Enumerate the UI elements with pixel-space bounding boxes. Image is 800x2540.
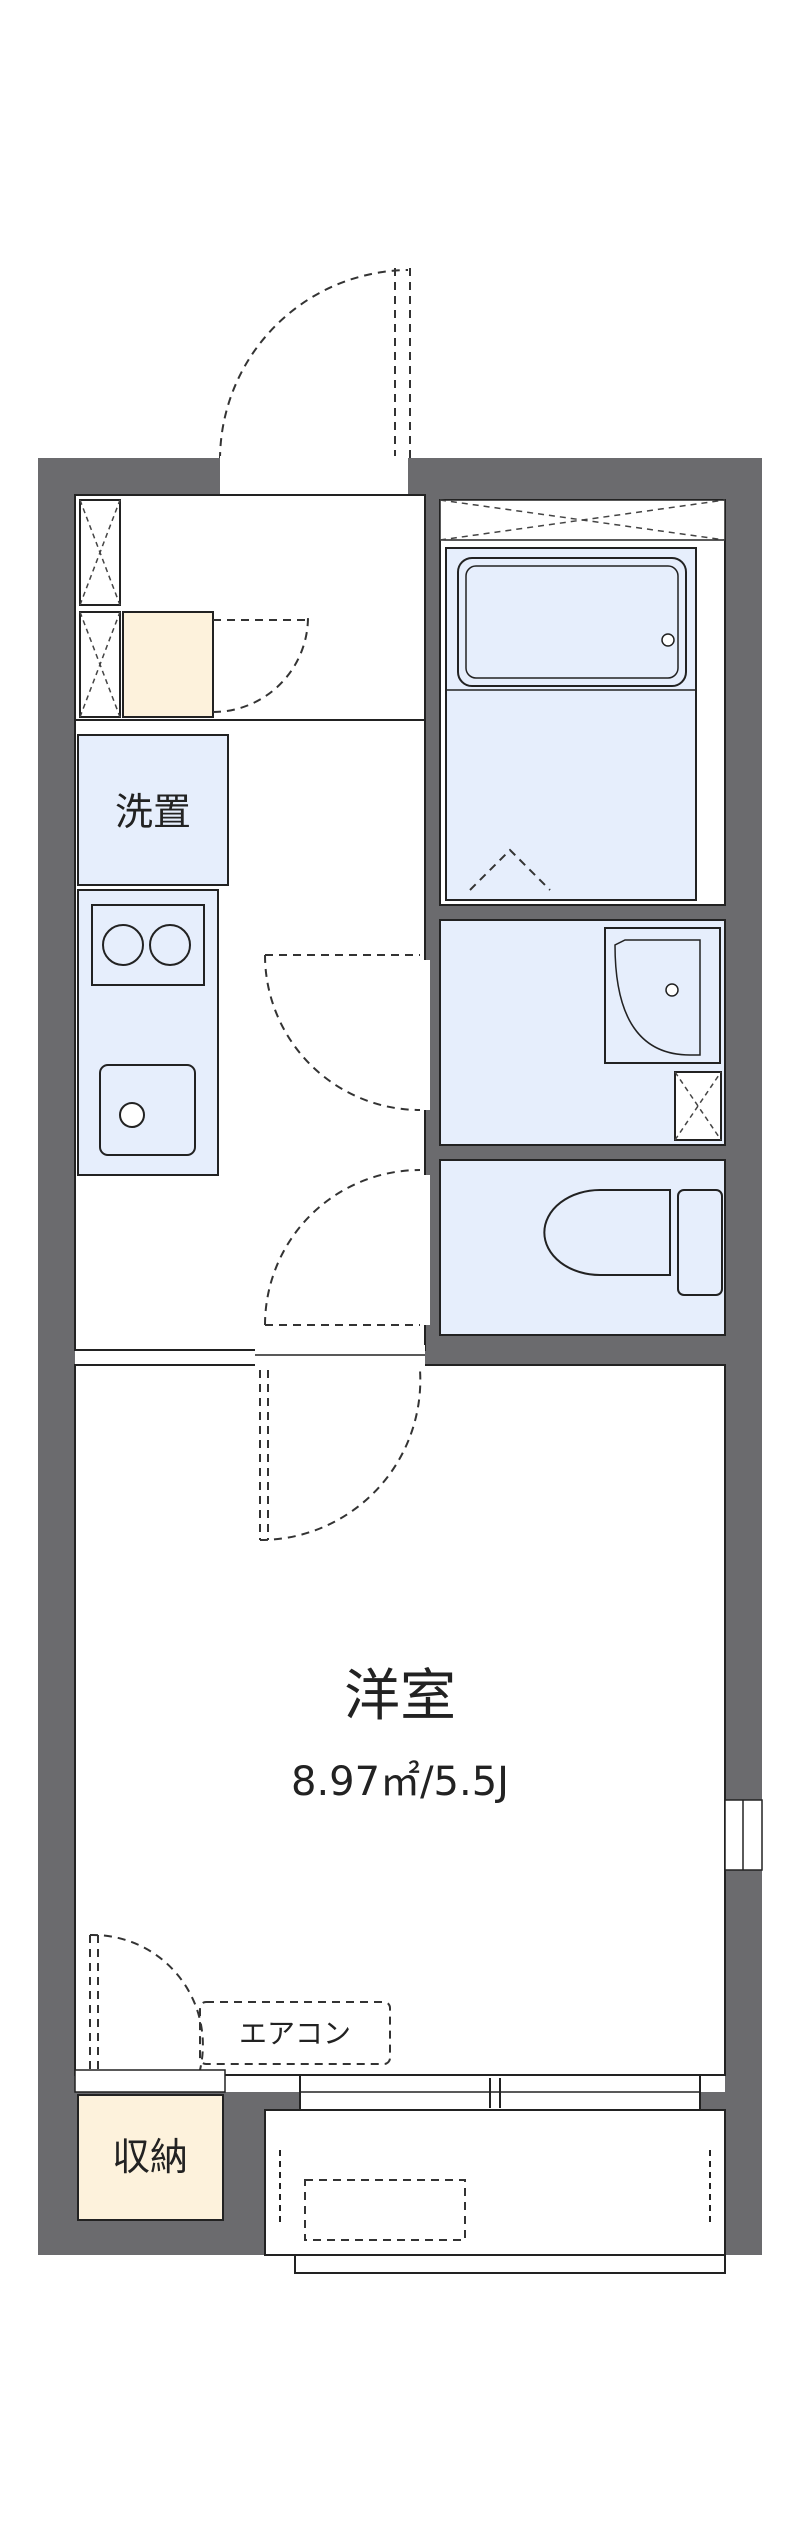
- storage-closet: [77, 2094, 224, 2221]
- toilet-tank: [677, 1189, 723, 1296]
- closet-door: [212, 616, 309, 713]
- western-room-area: 8.97㎡/5.5J: [291, 1759, 509, 1805]
- air-conditioner-label: エアコン: [239, 2017, 351, 2050]
- storage-label: 収納: [112, 2135, 188, 2179]
- bathtub: [457, 557, 687, 687]
- shoe-cabinet: [122, 611, 214, 718]
- western-room-floor: [74, 1364, 726, 2076]
- kitchen-sink: [99, 1064, 196, 1156]
- entrance-door: [219, 268, 411, 461]
- bath-wall-divider: [425, 1350, 725, 1365]
- balcony-railing: [294, 2254, 726, 2274]
- toilet-bowl: [543, 1189, 671, 1276]
- shoe-closet: [79, 499, 121, 718]
- washroom-door: [264, 954, 421, 1111]
- storage-door: [89, 1933, 204, 2071]
- room-door: [259, 1369, 422, 1542]
- stove: [91, 904, 205, 986]
- western-room-label: 洋室: [344, 1664, 456, 1729]
- entrance-opening: [220, 456, 408, 498]
- toilet-door: [264, 1169, 421, 1326]
- wash-basin: [604, 927, 721, 1064]
- washer-label: 洗置: [115, 790, 191, 834]
- outdoor-unit: [304, 2179, 466, 2241]
- washer-space: [77, 734, 229, 886]
- bathroom-door: [469, 848, 551, 891]
- air-conditioner: [199, 2001, 391, 2065]
- balcony: [264, 2109, 726, 2256]
